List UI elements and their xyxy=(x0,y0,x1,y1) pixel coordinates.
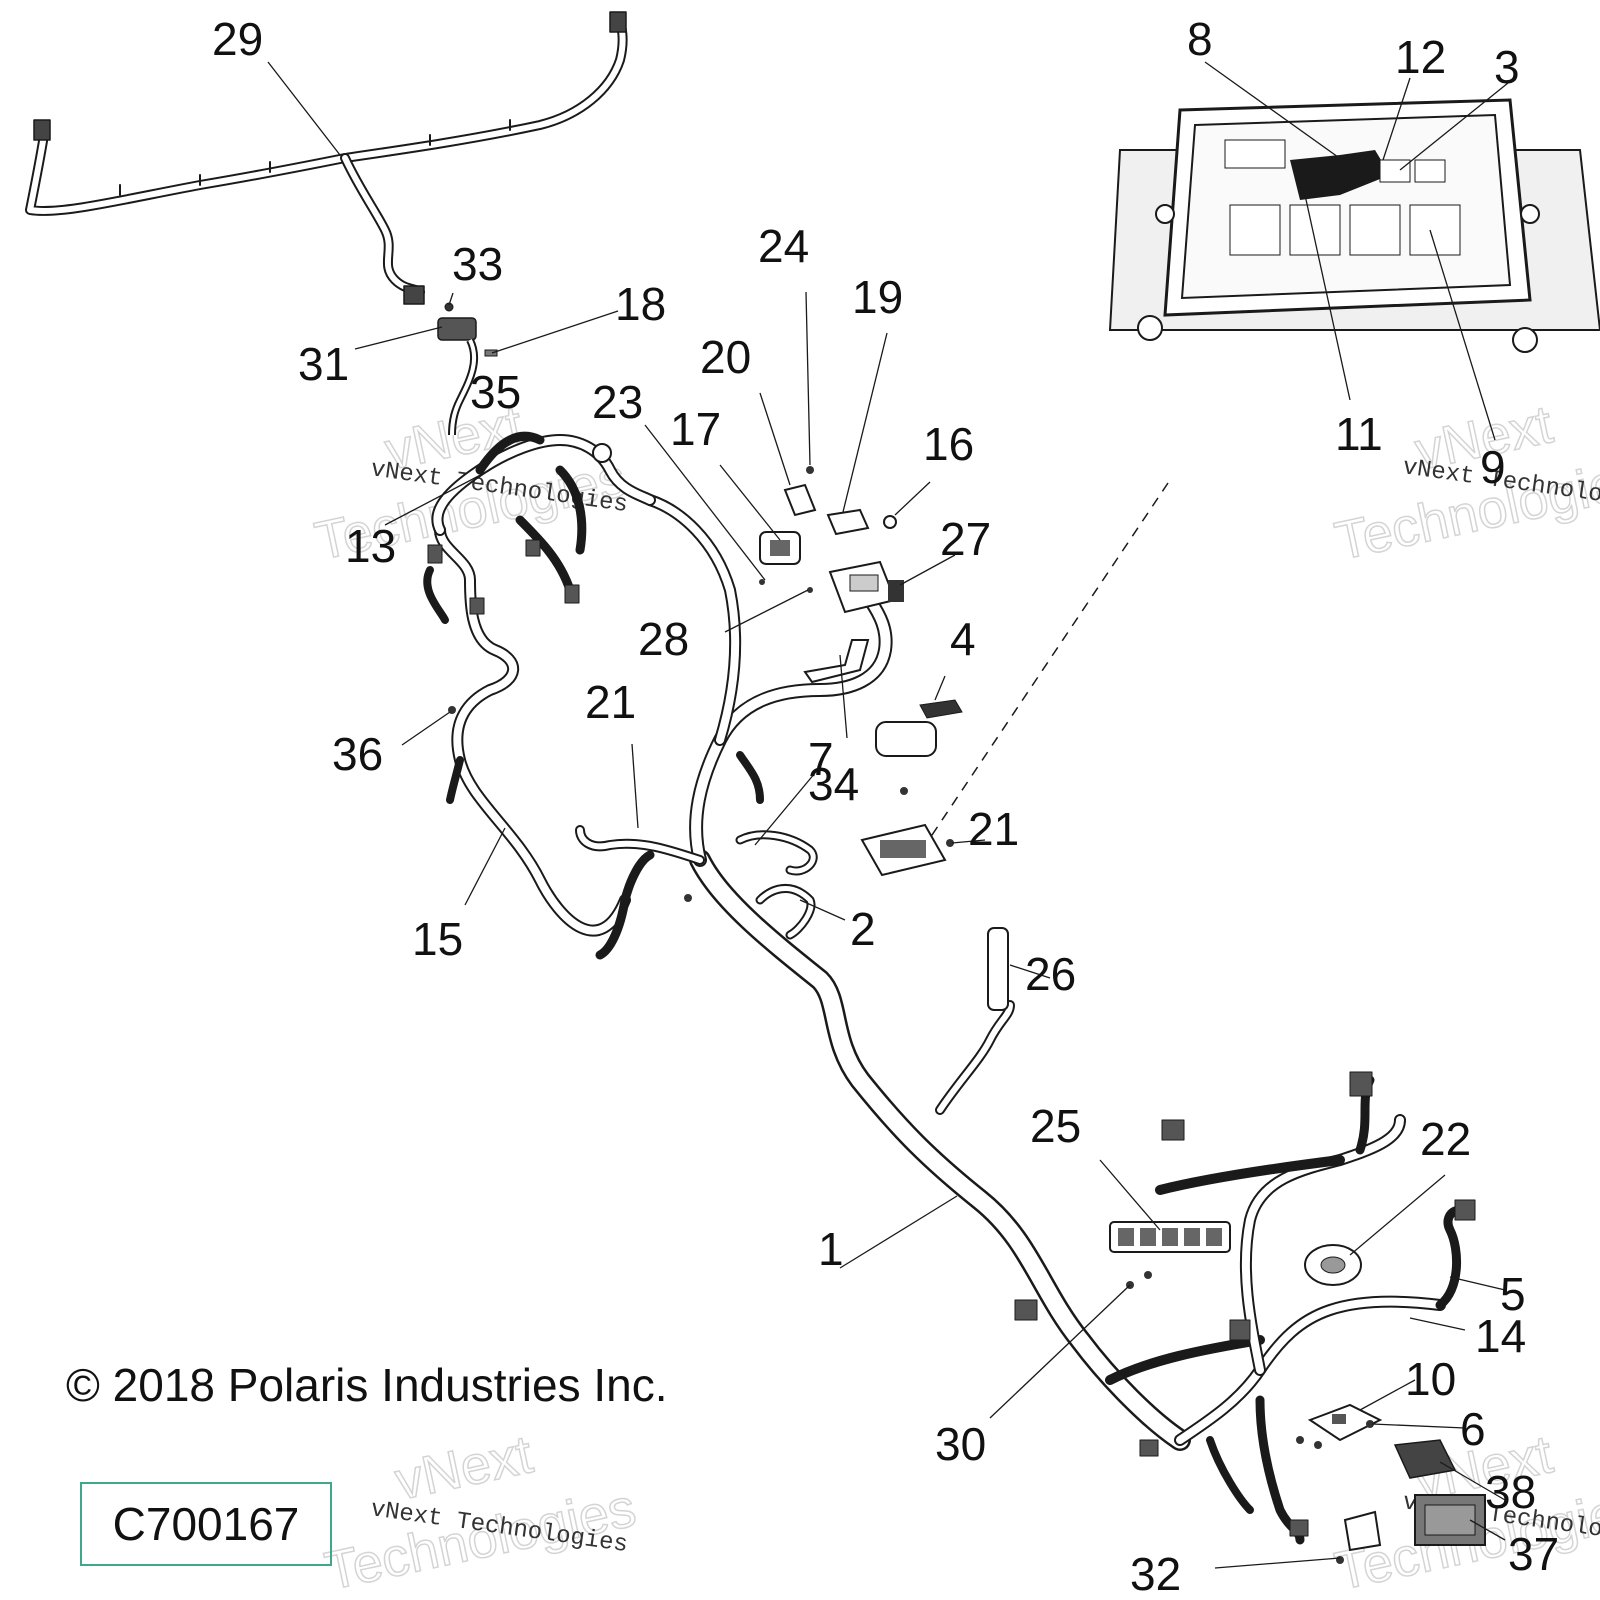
callout-19: 19 xyxy=(852,271,903,323)
callout-14: 14 xyxy=(1475,1310,1526,1362)
grommet xyxy=(1304,1244,1362,1286)
callout-37: 37 xyxy=(1508,1528,1559,1580)
callout-12: 12 xyxy=(1395,31,1446,83)
label-4 xyxy=(919,699,963,719)
relay-17 xyxy=(759,531,801,565)
watermark-big-vnext: vNext xyxy=(390,1424,538,1511)
callout-27: 27 xyxy=(940,513,991,565)
callout-9: 9 xyxy=(1480,441,1506,493)
main-harness xyxy=(575,494,1191,1451)
left-harness xyxy=(434,524,655,960)
callout-2: 2 xyxy=(850,903,876,955)
callout-21-upper: 21 xyxy=(585,676,636,728)
callout-30: 30 xyxy=(935,1418,986,1470)
callout-1: 1 xyxy=(818,1223,844,1275)
callout-16: 16 xyxy=(923,418,974,470)
callout-11: 11 xyxy=(1335,408,1383,460)
engine-harness xyxy=(423,431,656,624)
bracket-34 xyxy=(803,639,870,684)
callout-22: 22 xyxy=(1420,1113,1471,1165)
callout-26: 26 xyxy=(1025,948,1076,1000)
callout-36: 36 xyxy=(332,728,383,780)
callout-29: 29 xyxy=(212,13,263,65)
callout-20: 20 xyxy=(700,331,751,383)
front-harness xyxy=(1014,1071,1476,1545)
callout-38: 38 xyxy=(1485,1466,1536,1518)
bracket-19 xyxy=(826,508,870,536)
fuse-box-21 xyxy=(860,823,947,877)
callout-33: 33 xyxy=(452,238,503,290)
copyright-notice: © 2018 Polaris Industries Inc. xyxy=(66,1359,668,1411)
callout-numbers: 1 2 3 4 5 6 7 8 9 10 11 12 13 14 15 16 1… xyxy=(212,13,1559,1600)
callout-28: 28 xyxy=(638,613,689,665)
callout-34: 34 xyxy=(808,758,859,810)
callout-7: 7 xyxy=(808,733,834,785)
callout-4: 4 xyxy=(950,613,976,665)
cover-7 xyxy=(875,721,937,757)
callout-18: 18 xyxy=(615,278,666,330)
bracket-10 xyxy=(1307,1403,1383,1442)
callout-10: 10 xyxy=(1405,1353,1456,1405)
connector-31 xyxy=(437,302,498,436)
callout-17: 17 xyxy=(670,403,721,455)
callout-35: 35 xyxy=(470,366,521,418)
callout-24: 24 xyxy=(758,220,809,272)
callout-25: 25 xyxy=(1030,1100,1081,1152)
callout-8: 8 xyxy=(1187,13,1213,65)
callout-23: 23 xyxy=(592,376,643,428)
leader-lines xyxy=(267,61,1509,1569)
rear-harness xyxy=(25,11,628,305)
callout-31: 31 xyxy=(298,338,349,390)
strap-26 xyxy=(987,927,1009,1011)
callout-5: 5 xyxy=(1500,1268,1526,1320)
fuse-box-detail xyxy=(1108,98,1600,353)
callout-13: 13 xyxy=(345,520,396,572)
fuse-block xyxy=(1109,1221,1231,1253)
clip-16 xyxy=(883,515,897,529)
callout-15: 15 xyxy=(412,913,463,965)
bracket-20 xyxy=(783,483,817,517)
bracket-32 xyxy=(1343,1510,1382,1552)
callout-6: 6 xyxy=(1460,1403,1486,1455)
callout-3: 3 xyxy=(1494,41,1520,93)
callout-32: 32 xyxy=(1130,1548,1181,1600)
callout-21-lower: 21 xyxy=(968,803,1019,855)
module-37 xyxy=(1393,1439,1486,1546)
figure-id-box: C700167 xyxy=(80,1482,332,1566)
ecu-27 xyxy=(828,560,904,614)
